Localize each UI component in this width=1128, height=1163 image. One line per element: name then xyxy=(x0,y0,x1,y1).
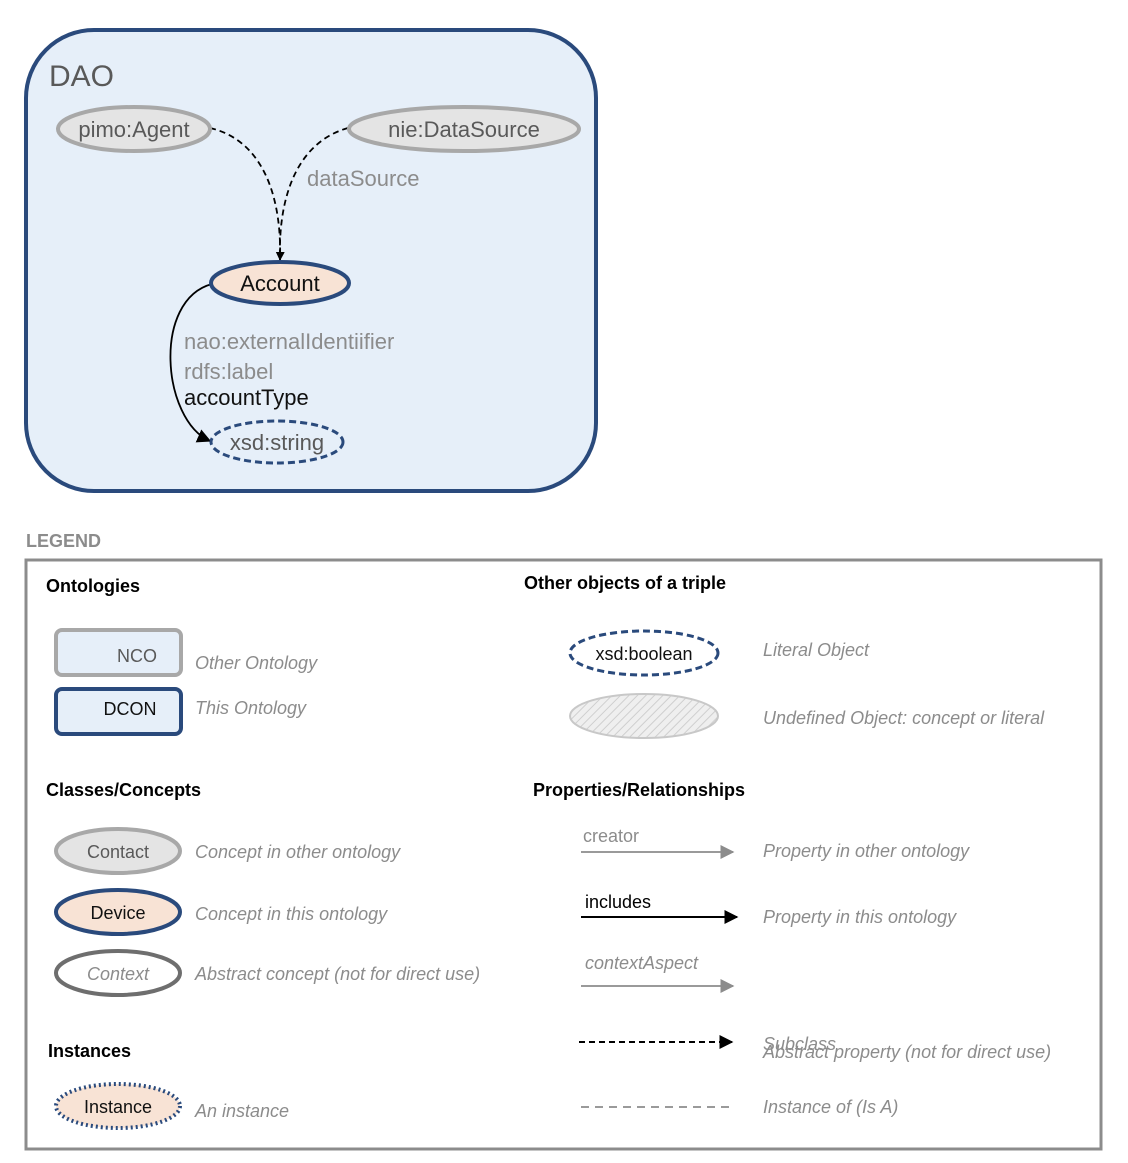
node-xsd-string xyxy=(209,419,345,465)
legend-this-ontology-desc: This Ontology xyxy=(195,698,307,718)
legend-other-ontology-box-label: NCO xyxy=(117,646,157,666)
ontology-title: DAO xyxy=(49,60,114,93)
legend-abstract-concept-desc: Abstract concept (not for direct use) xyxy=(194,964,480,984)
legend-other-property-edge-label: creator xyxy=(583,826,639,846)
edge-label-external-identifier: nao:externalIdentiifier xyxy=(184,329,394,354)
legend-abstract-property-edge-label: contextAspect xyxy=(585,953,699,973)
legend-other-objects-heading: Other objects of a triple xyxy=(524,573,726,593)
legend-undefined-node xyxy=(569,693,719,739)
legend-this-concept-node-label: Device xyxy=(90,903,145,923)
edge-datasource-to-account xyxy=(279,127,349,261)
node-account-label: Account xyxy=(240,271,320,296)
edge-agent-to-account xyxy=(209,127,285,261)
legend-instance-of-desc: Instance of (Is A) xyxy=(763,1097,898,1117)
legend-instances-heading: Instances xyxy=(48,1041,131,1061)
legend-other-property-desc: Property in other ontology xyxy=(763,841,970,861)
legend-this-ontology-box xyxy=(54,687,183,736)
node-pimo-agent xyxy=(56,105,212,153)
legend-other-concept-node xyxy=(54,827,182,875)
legend-classes-heading: Classes/Concepts xyxy=(46,780,201,800)
legend-abstract-concept-node-label: Context xyxy=(87,964,150,984)
legend-this-concept-desc: Concept in this ontology xyxy=(195,904,388,924)
legend-this-property-desc: Property in this ontology xyxy=(763,907,957,927)
legend-other-ontology-box xyxy=(54,628,183,677)
legend-abstract-concept-node xyxy=(54,949,182,997)
legend-this-property-edge-label: includes xyxy=(585,892,651,912)
legend-abstract-property-desc: Abstract property (not for direct use) xyxy=(762,1042,1051,1062)
edge-account-to-string xyxy=(169,283,213,443)
edge-label-account-type: accountType xyxy=(184,385,309,410)
legend-title: LEGEND xyxy=(26,531,101,551)
legend-other-ontology-desc: Other Ontology xyxy=(195,653,318,673)
node-pimo-agent-label: pimo:Agent xyxy=(78,117,189,142)
legend-undefined-desc: Undefined Object: concept or literal xyxy=(763,708,1045,728)
legend-instance-node-label: Instance xyxy=(84,1097,152,1117)
legend-this-ontology-box-label: DCON xyxy=(104,699,157,719)
legend-ontologies-heading: Ontologies xyxy=(46,576,140,596)
legend-literal-node xyxy=(568,629,720,677)
node-nie-datasource xyxy=(347,105,581,153)
legend-subclass-desc: Subclass xyxy=(763,1034,836,1054)
node-xsd-string-label: xsd:string xyxy=(230,430,324,455)
legend-properties-heading: Properties/Relationships xyxy=(533,780,745,800)
legend-instance-node xyxy=(54,1082,182,1130)
legend-instance-desc: An instance xyxy=(194,1101,289,1121)
legend-other-concept-node-label: Contact xyxy=(87,842,149,862)
legend-literal-node-label: xsd:boolean xyxy=(595,644,692,664)
edge-label-rdfs-label: rdfs:label xyxy=(184,359,273,384)
legend-box xyxy=(24,558,1103,1151)
node-nie-datasource-label: nie:DataSource xyxy=(388,117,540,142)
ontology-container xyxy=(24,28,598,493)
legend-other-concept-desc: Concept in other ontology xyxy=(195,842,401,862)
legend-this-concept-node xyxy=(54,888,182,936)
edge-label-datasource: dataSource xyxy=(307,166,420,191)
node-account xyxy=(209,260,351,306)
legend-literal-desc: Literal Object xyxy=(763,640,870,660)
